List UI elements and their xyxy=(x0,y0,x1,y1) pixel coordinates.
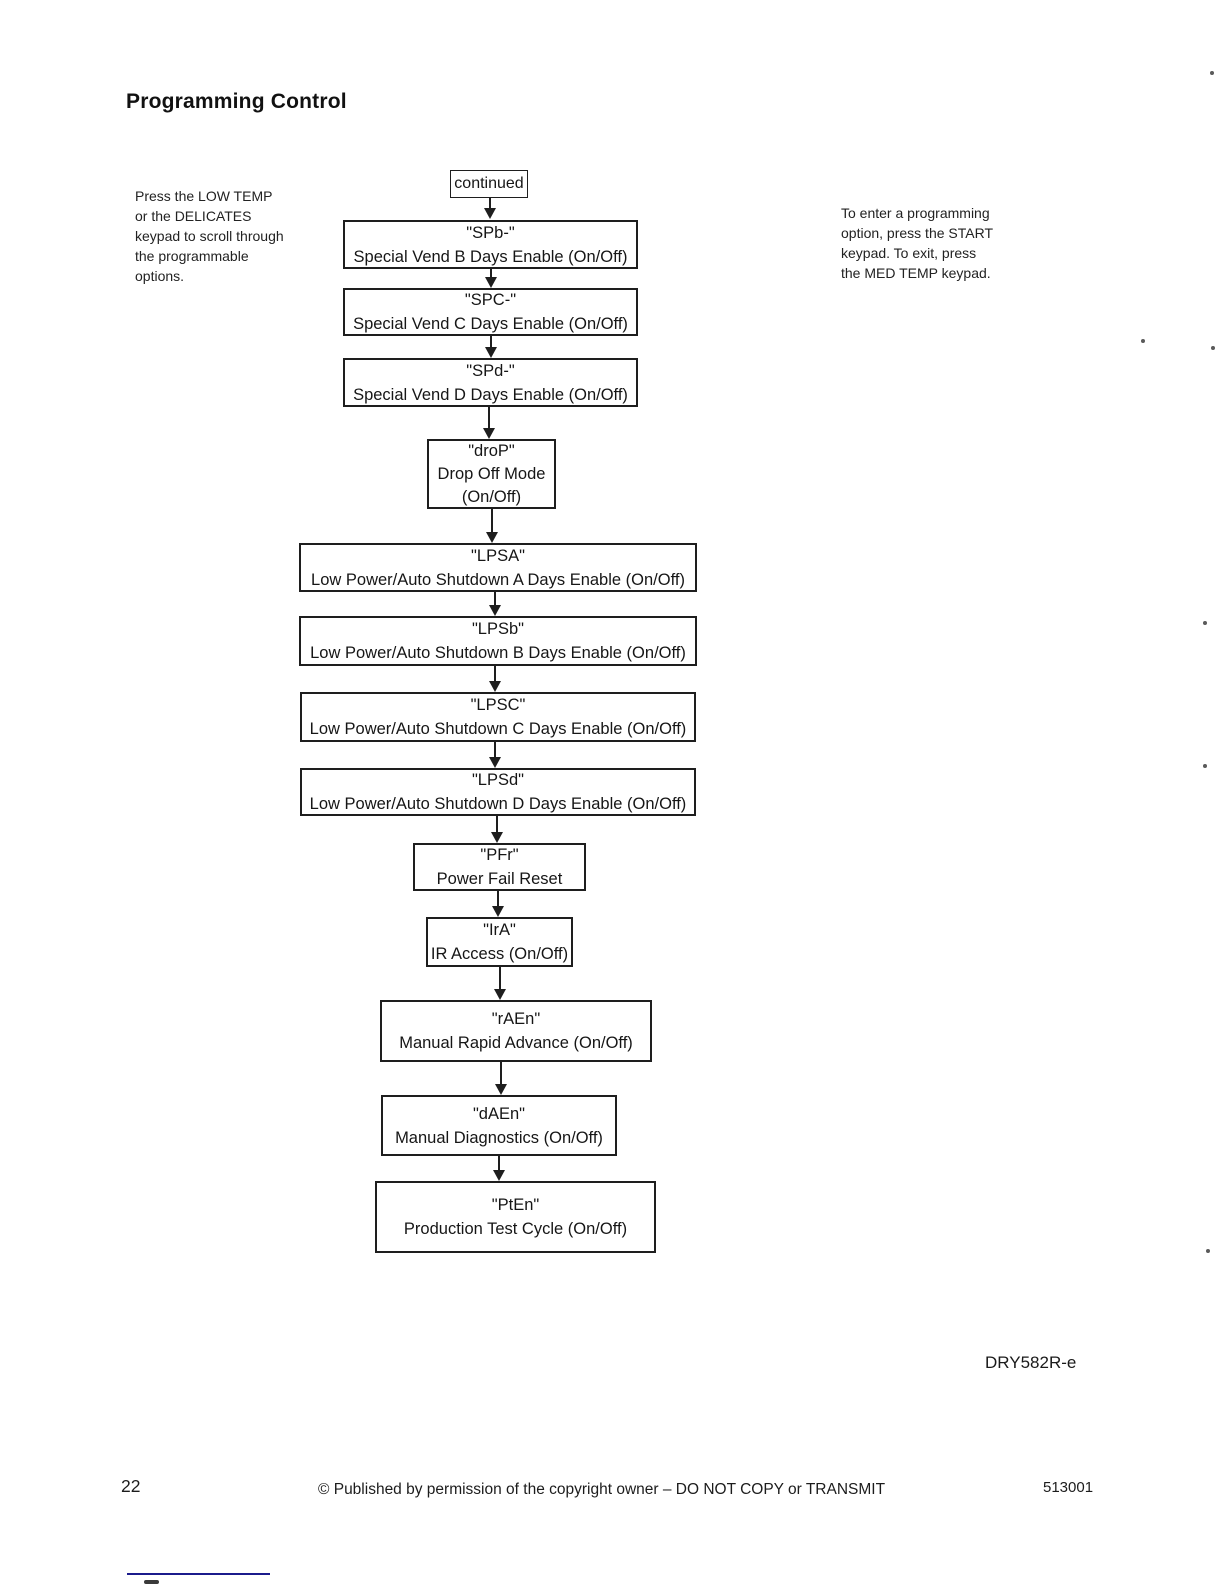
flow-node-code: "PFr" xyxy=(480,846,519,864)
flow-node-code: "LPSA" xyxy=(471,546,525,565)
flow-node-ira: "IrA" IR Access (On/Off) xyxy=(426,917,573,967)
scroll-instruction-note: Press the LOW TEMP or the DELICATES keyp… xyxy=(135,186,284,286)
flow-arrow xyxy=(484,269,497,288)
note-line: To enter a programming xyxy=(841,205,990,221)
flow-node-code: "LPSd" xyxy=(471,771,525,789)
flow-node-desc: Power Fail Reset xyxy=(436,870,563,888)
scan-speck xyxy=(1141,339,1145,343)
flow-node-desc: Low Power/Auto Shutdown A Days Enable (O… xyxy=(311,570,685,589)
flow-node-desc: Special Vend B Days Enable (On/Off) xyxy=(353,247,628,266)
flow-arrow xyxy=(494,1061,507,1095)
enter-exit-instruction-note: To enter a programming option, press the… xyxy=(841,203,993,283)
scan-speck xyxy=(1210,71,1214,75)
flow-node-lpsc: "LPSC" Low Power/Auto Shutdown C Days En… xyxy=(300,692,696,742)
note-line: option, press the START xyxy=(841,225,993,241)
flow-arrow xyxy=(482,407,495,439)
scan-speck xyxy=(1203,764,1207,768)
flow-node-spc: "SPC-" Special Vend C Days Enable (On/Of… xyxy=(343,288,638,336)
flow-node-pten: "PtEn" Production Test Cycle (On/Off) xyxy=(375,1181,656,1253)
flow-arrow xyxy=(488,666,501,692)
flow-node-desc: Production Test Cycle (On/Off) xyxy=(403,1220,628,1238)
flow-node-spb: "SPb-" Special Vend B Days Enable (On/Of… xyxy=(343,220,638,269)
note-line: the programmable xyxy=(135,248,249,264)
flow-node-desc: Special Vend D Days Enable (On/Off) xyxy=(353,385,628,404)
flow-node-desc: Low Power/Auto Shutdown B Days Enable (O… xyxy=(310,644,686,662)
note-line: Press the LOW TEMP xyxy=(135,188,273,204)
flow-node-code: "PtEn" xyxy=(491,1196,540,1214)
scan-speck xyxy=(1206,1249,1210,1253)
flow-node-desc: Special Vend C Days Enable (On/Off) xyxy=(353,315,628,333)
copyright-notice: © Published by permission of the copyrig… xyxy=(318,1481,886,1498)
flow-node-lpsb: "LPSb" Low Power/Auto Shutdown B Days En… xyxy=(299,616,697,666)
flow-node-code: "droP" xyxy=(468,441,515,460)
note-line: or the DELICATES xyxy=(135,208,252,224)
page-number: 22 xyxy=(121,1476,141,1496)
flow-node-code: "SPC-" xyxy=(464,291,517,309)
note-line: options. xyxy=(135,268,185,284)
note-line: keypad to scroll through xyxy=(135,228,284,244)
flow-node-code: "SPb-" xyxy=(466,223,515,242)
scan-speck xyxy=(1211,346,1215,350)
flow-node-pfr: "PFr" Power Fail Reset xyxy=(413,843,586,891)
flow-arrow xyxy=(488,592,501,616)
flow-node-code: "LPSb" xyxy=(471,620,525,638)
flow-node-desc: (On/Off) xyxy=(461,487,522,506)
flow-arrow xyxy=(492,1156,505,1181)
flow-node-code: "LPSC" xyxy=(470,696,526,714)
flow-arrow xyxy=(483,197,496,219)
flow-node-continued: continued xyxy=(450,170,528,198)
flow-node-label: continued xyxy=(454,175,524,192)
flow-node-code: "IrA" xyxy=(483,921,516,939)
flow-node-code: "SPd-" xyxy=(466,361,515,380)
flow-node-daen: "dAEn" Manual Diagnostics (On/Off) xyxy=(381,1095,617,1156)
flow-node-code: "dAEn" xyxy=(472,1104,526,1123)
flow-arrow xyxy=(490,816,503,843)
document-code: 513001 xyxy=(1043,1479,1094,1496)
page-title: Programming Control xyxy=(126,90,347,113)
bottom-rule xyxy=(127,1573,270,1575)
flow-arrow xyxy=(485,509,498,543)
flow-node-spd: "SPd-" Special Vend D Days Enable (On/Of… xyxy=(343,358,638,407)
flow-node-code: "rAEn" xyxy=(491,1010,541,1028)
flow-node-desc: Manual Rapid Advance (On/Off) xyxy=(399,1034,633,1052)
scan-speck xyxy=(1203,621,1207,625)
flow-node-desc: IR Access (On/Off) xyxy=(430,945,569,963)
flow-node-lpsd: "LPSd" Low Power/Auto Shutdown D Days En… xyxy=(300,768,696,816)
flow-node-desc: Low Power/Auto Shutdown C Days Enable (O… xyxy=(309,720,687,738)
note-line: keypad. To exit, press xyxy=(841,245,977,261)
flow-node-desc: Low Power/Auto Shutdown D Days Enable (O… xyxy=(309,795,687,813)
flow-arrow xyxy=(488,742,501,768)
figure-reference: DRY582R-e xyxy=(985,1353,1077,1372)
scan-artifact xyxy=(144,1580,159,1584)
flow-arrow xyxy=(484,336,497,358)
flow-arrow xyxy=(493,966,506,1000)
flow-node-lpsa: "LPSA" Low Power/Auto Shutdown A Days En… xyxy=(299,543,697,592)
flow-node-desc: Drop Off Mode xyxy=(437,464,546,483)
flow-node-drop: "droP" Drop Off Mode (On/Off) xyxy=(427,439,556,509)
note-line: the MED TEMP keypad. xyxy=(841,265,991,281)
flow-node-desc: Manual Diagnostics (On/Off) xyxy=(395,1128,603,1147)
flow-arrow xyxy=(491,891,504,917)
flow-node-raen: "rAEn" Manual Rapid Advance (On/Off) xyxy=(380,1000,652,1062)
